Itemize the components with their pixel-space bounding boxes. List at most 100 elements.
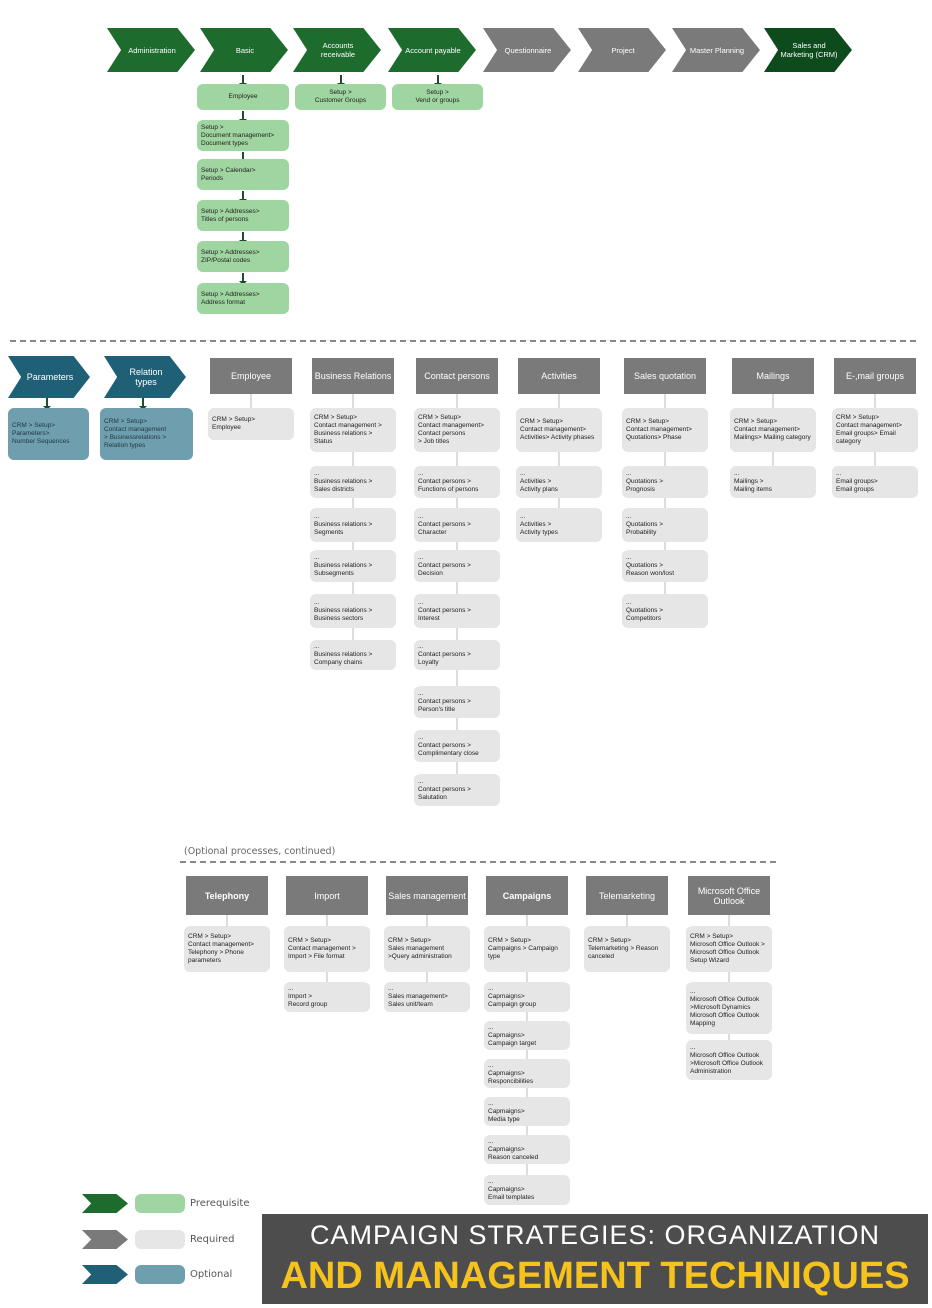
required_columns-step: CRM > Setup> Contact management> Quotati… — [622, 408, 708, 452]
chevron-sales-and-marketing-crm-: Sales and Marketing (CRM) — [764, 28, 852, 72]
arrow-icon — [239, 273, 247, 285]
required_columns-step: ... Business relations > Business sector… — [310, 594, 396, 628]
arrow-icon — [434, 75, 442, 87]
required_columns-step: CRM > Setup> Contact management> Contact… — [414, 408, 500, 452]
optional-step: CRM > Setup> Contact management > Busine… — [100, 408, 193, 460]
required_columns-header: Sales quotation — [624, 358, 706, 394]
basic-step: Employee — [197, 84, 289, 110]
legend-label: Optional — [190, 1269, 233, 1280]
optional_columns-step: ... Microsoft Office Outlook >Microsoft … — [686, 1040, 772, 1080]
required_columns-step: ... Email groups> Email groups — [832, 466, 918, 498]
basic-step: Setup > Document management> Document ty… — [197, 120, 289, 151]
optional_columns-step: CRM > Setup> Contact management> Telepho… — [184, 926, 270, 972]
required_columns-header: Contact persons — [416, 358, 498, 394]
banner-title: CAMPAIGN STRATEGIES: ORGANIZATION — [309, 1220, 881, 1250]
optional_columns-header: Telemarketing — [586, 876, 668, 915]
section-divider — [10, 340, 916, 342]
required_columns-step: ... Business relations > Sales districts — [310, 466, 396, 498]
required_columns-step: ... Contact persons > Functions of perso… — [414, 466, 500, 498]
banner-subtitle: AND MANAGEMENT TECHNIQUES — [280, 1255, 910, 1297]
required_columns-step: CRM > Setup> Employee — [208, 408, 294, 440]
legend-chevron — [82, 1265, 128, 1284]
optional_columns-step: CRM > Setup> Telemarketing > Reason canc… — [584, 926, 670, 972]
required_columns-step: ... Business relations > Company chains — [310, 640, 396, 670]
optional_columns-header: Sales management — [386, 876, 468, 915]
basic-step: Setup > Addresses> Titles of persons — [197, 200, 289, 231]
ar-step: Setup > Customer Groups — [295, 84, 386, 110]
required_columns-step: CRM > Setup> Contact management > Busine… — [310, 408, 396, 452]
ap-step: Setup > Vend or groups — [392, 84, 483, 110]
arrow-icon — [337, 75, 345, 87]
required_columns-step: ... Business relations > Subsegments — [310, 550, 396, 582]
chevron-questionnaire: Questionnaire — [483, 28, 571, 72]
chevron-project: Project — [578, 28, 666, 72]
legend-swatch — [135, 1194, 185, 1213]
optional_columns-step: CRM > Setup> Campaigns > Campaign type — [484, 926, 570, 972]
arrow-icon — [239, 75, 247, 87]
chevron-relation-types: Relation types — [104, 356, 186, 398]
optional_columns-step: CRM > Setup> Microsoft Office Outlook > … — [686, 926, 772, 972]
optional_columns-step: CRM > Setup> Contact management > Import… — [284, 926, 370, 972]
optional_columns-step: CRM > Setup> Sales management >Query adm… — [384, 926, 470, 972]
legend-swatch — [135, 1265, 185, 1284]
chevron-accounts-receivable: Accounts receivable — [293, 28, 381, 72]
required_columns-step: ... Business relations > Segments — [310, 508, 396, 542]
optional_columns-step: ... Capmaigns> Responcibilities — [484, 1059, 570, 1088]
required_columns-step: ... Activities > Activity plans — [516, 466, 602, 498]
optional_columns-step: ... Microsoft Office Outlook >Microsoft … — [686, 982, 772, 1034]
optional_columns-step: ... Sales management> Sales unit/team — [384, 982, 470, 1012]
chevron-basic: Basic — [200, 28, 288, 72]
optional_columns-header: Microsoft Office Outlook — [688, 876, 770, 915]
required_columns-step: CRM > Setup> Contact management> Mailing… — [730, 408, 816, 452]
optional_columns-step: ... Capmaigns> Media type — [484, 1097, 570, 1126]
basic-step: Setup > Addresses> Address format — [197, 283, 289, 314]
required_columns-step: ... Contact persons > Interest — [414, 594, 500, 628]
required_columns-header: Employee — [210, 358, 292, 394]
required_columns-step: ... Contact persons > Complimentary clos… — [414, 730, 500, 762]
required_columns-header: E-,mail groups — [834, 358, 916, 394]
required_columns-step: CRM > Setup> Contact management> Email g… — [832, 408, 918, 452]
optional-step: CRM > Setup> Parameters> Number Sequence… — [8, 408, 89, 460]
connector-line — [226, 915, 228, 926]
optional_columns-header: Import — [286, 876, 368, 915]
connector-line — [728, 915, 730, 1040]
required_columns-step: ... Quotations > Competitors — [622, 594, 708, 628]
required_columns-step: ... Activities > Activity types — [516, 508, 602, 542]
optional_columns-step: ... Capmaigns> Campaign group — [484, 982, 570, 1012]
connector-line — [250, 394, 252, 408]
legend-swatch — [135, 1230, 185, 1249]
required_columns-header: Activities — [518, 358, 600, 394]
required_columns-step: ... Contact persons > Character — [414, 508, 500, 542]
required_columns-step: ... Quotations > Probability — [622, 508, 708, 542]
chevron-master-planning: Master Planning — [672, 28, 760, 72]
optional_columns-step: ... Capmaigns> Reason canceled — [484, 1135, 570, 1164]
required_columns-step: CRM > Setup> Contact management> Activit… — [516, 408, 602, 452]
basic-step: Setup > Addresses> ZIP/Postal codes — [197, 241, 289, 272]
optional-divider — [180, 861, 776, 863]
required_columns-step: ... Quotations > Reason won/lost — [622, 550, 708, 582]
basic-step: Setup > Calendar> Periods — [197, 159, 289, 190]
required_columns-step: ... Contact persons > Decision — [414, 550, 500, 582]
chevron-administration: Administration — [107, 28, 195, 72]
optional_columns-step: ... Capmaigns> Email templates — [484, 1175, 570, 1205]
arrow-icon — [239, 191, 247, 203]
arrow-icon — [139, 398, 147, 410]
optional_columns-header: Telephony — [186, 876, 268, 915]
connector-line — [626, 915, 628, 926]
required_columns-step: ... Contact persons > Person's title — [414, 686, 500, 718]
legend-label: Prerequisite — [190, 1198, 250, 1209]
optional_columns-header: Campaigns — [486, 876, 568, 915]
arrow-icon — [239, 111, 247, 123]
legend-label: Required — [190, 1234, 235, 1245]
required_columns-step: ... Mailings > Mailing items — [730, 466, 816, 498]
required_columns-step: ... Contact persons > Loyalty — [414, 640, 500, 670]
optional-section-label: (Optional processes, continued) — [184, 846, 336, 857]
chevron-parameters: Parameters — [8, 356, 90, 398]
legend-chevron — [82, 1194, 128, 1213]
required_columns-header: Business Relations — [312, 358, 394, 394]
chevron-account-payable: Account payable — [388, 28, 476, 72]
optional_columns-step: ... Capmaigns> Campaign target — [484, 1021, 570, 1050]
arrow-icon — [43, 398, 51, 410]
optional_columns-step: ... Import > Record group — [284, 982, 370, 1012]
